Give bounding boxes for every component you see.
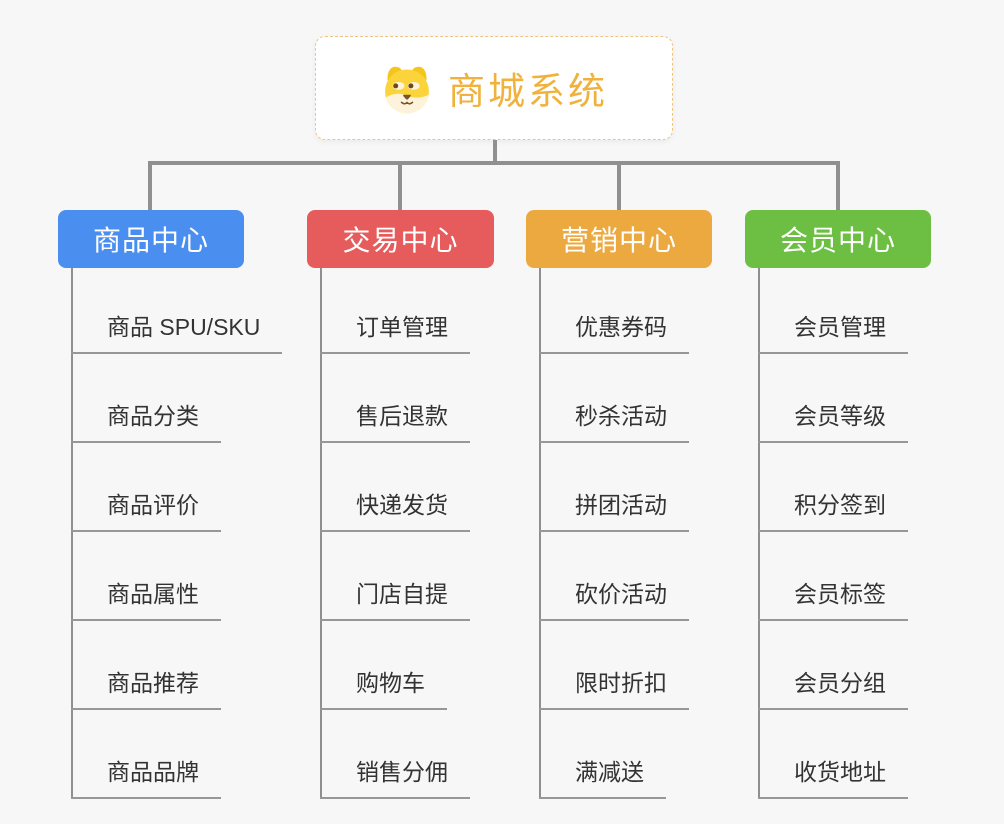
leaf-node[interactable]: 商品评价 bbox=[71, 488, 221, 532]
leaf-node[interactable]: 优惠券码 bbox=[539, 310, 689, 354]
connector-drop-line bbox=[398, 161, 402, 210]
connector-bus-line bbox=[148, 161, 840, 165]
leaf-node[interactable]: 会员管理 bbox=[758, 310, 908, 354]
leaf-node[interactable]: 商品推荐 bbox=[71, 666, 221, 710]
branch-trunk-line bbox=[320, 268, 322, 798]
leaf-node[interactable]: 会员标签 bbox=[758, 577, 908, 621]
connector-drop-line bbox=[148, 161, 152, 210]
branch-members: 会员中心 会员管理会员等级积分签到会员标签会员分组收货地址 bbox=[745, 210, 931, 810]
root-node[interactable]: 商城系统 bbox=[315, 36, 673, 140]
canvas-bottom-edge bbox=[0, 824, 1004, 840]
leaf-node[interactable]: 会员等级 bbox=[758, 399, 908, 443]
branch-leaves: 商品 SPU/SKU 商品分类商品评价商品属性商品推荐商品品牌 bbox=[58, 210, 283, 810]
branch-products: 商品中心 商品 SPU/SKU 商品分类商品评价商品属性商品推荐商品品牌 bbox=[58, 210, 283, 810]
leaf-node[interactable]: 售后退款 bbox=[320, 399, 470, 443]
branch-node-marketing[interactable]: 营销中心 bbox=[526, 210, 712, 268]
branch-node-members[interactable]: 会员中心 bbox=[745, 210, 931, 268]
branch-leaves: 订单管理售后退款快递发货门店自提购物车销售分佣 bbox=[307, 210, 494, 810]
leaf-node[interactable]: 收货地址 bbox=[758, 755, 908, 799]
connector-drop-line bbox=[836, 161, 840, 210]
branch-trunk-line bbox=[71, 268, 73, 798]
leaf-node[interactable]: 限时折扣 bbox=[539, 666, 689, 710]
branch-trunk-line bbox=[539, 268, 541, 798]
leaf-node[interactable]: 商品 SPU/SKU bbox=[71, 310, 283, 354]
branch-trunk-line bbox=[758, 268, 760, 798]
branch-node-products[interactable]: 商品中心 bbox=[58, 210, 244, 268]
leaf-node[interactable]: 砍价活动 bbox=[539, 577, 689, 621]
branch-node-trade[interactable]: 交易中心 bbox=[307, 210, 494, 268]
connector-stem-line bbox=[493, 140, 497, 165]
branch-leaves: 会员管理会员等级积分签到会员标签会员分组收货地址 bbox=[745, 210, 931, 810]
branch-marketing: 营销中心 优惠券码秒杀活动拼团活动砍价活动限时折扣满减送 bbox=[526, 210, 712, 810]
dog-face-icon bbox=[380, 61, 434, 115]
connector-drop-line bbox=[617, 161, 621, 210]
leaf-node[interactable]: 秒杀活动 bbox=[539, 399, 689, 443]
leaf-node[interactable]: 购物车 bbox=[320, 666, 447, 710]
branch-trade: 交易中心 订单管理售后退款快递发货门店自提购物车销售分佣 bbox=[307, 210, 494, 810]
leaf-node[interactable]: 积分签到 bbox=[758, 488, 908, 532]
leaf-node[interactable]: 商品分类 bbox=[71, 399, 221, 443]
leaf-node[interactable]: 满减送 bbox=[539, 755, 666, 799]
leaf-node[interactable]: 销售分佣 bbox=[320, 755, 470, 799]
leaf-node[interactable]: 商品品牌 bbox=[71, 755, 221, 799]
leaf-node[interactable]: 会员分组 bbox=[758, 666, 908, 710]
leaf-node[interactable]: 快递发货 bbox=[320, 488, 470, 532]
root-title: 商城系统 bbox=[448, 71, 608, 112]
leaf-node[interactable]: 门店自提 bbox=[320, 577, 470, 621]
leaf-node[interactable]: 订单管理 bbox=[320, 310, 470, 354]
leaf-node[interactable]: 拼团活动 bbox=[539, 488, 689, 532]
leaf-node[interactable]: 商品属性 bbox=[71, 577, 221, 621]
branch-leaves: 优惠券码秒杀活动拼团活动砍价活动限时折扣满减送 bbox=[526, 210, 712, 810]
